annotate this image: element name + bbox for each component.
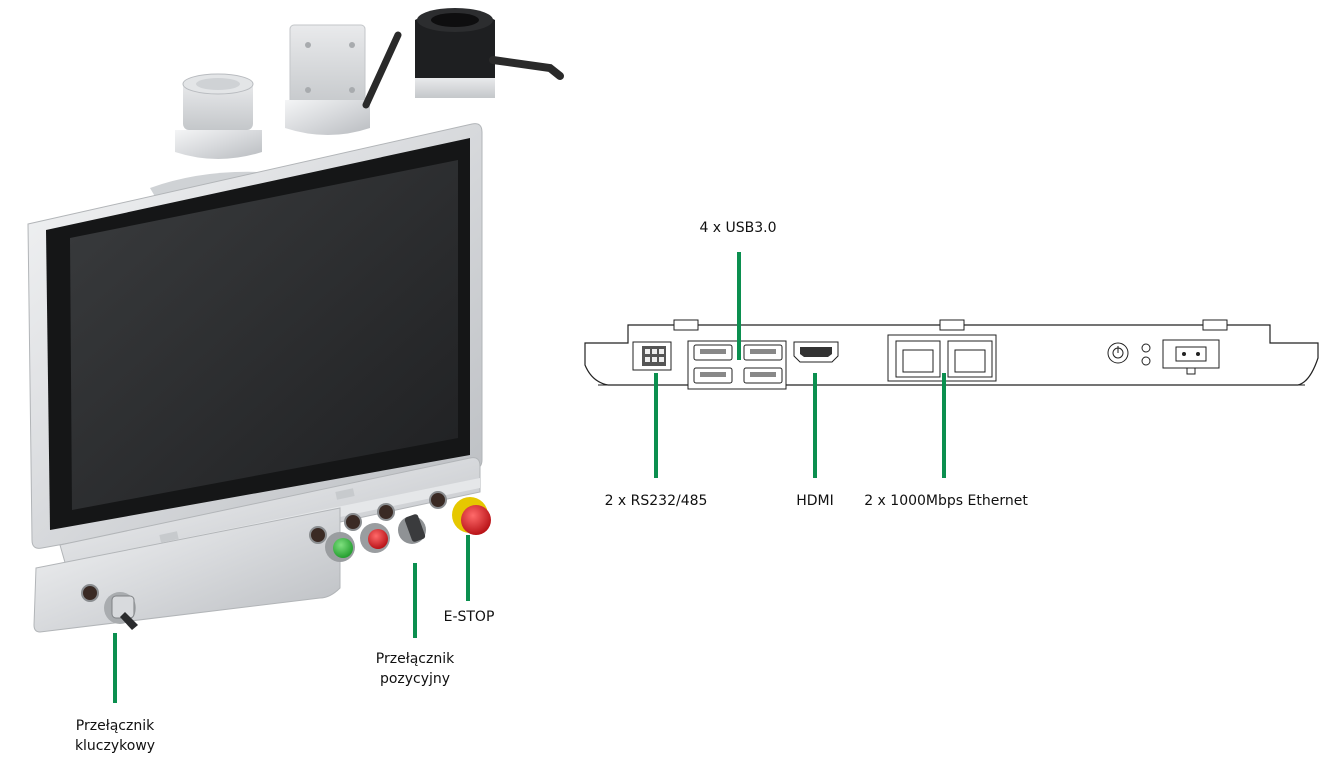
key-switch <box>104 592 138 630</box>
label-hdmi: HDMI <box>796 493 834 509</box>
emergency-stop-button <box>452 497 491 535</box>
stop-button-red <box>360 523 390 553</box>
start-button-green <box>325 532 355 562</box>
callout-line-ethernet <box>942 373 946 478</box>
callout-line-usb <box>737 252 741 360</box>
callout-line-serial <box>654 373 658 478</box>
label-position-switch-line2: pozycyjny <box>379 671 451 687</box>
indicator-leds <box>81 491 447 602</box>
label-key-switch-line2: kluczykowy <box>74 738 156 754</box>
label-usb: 4 x USB3.0 <box>699 220 777 236</box>
mount-adapter-square <box>285 24 402 135</box>
label-position-switch: Przełącznik pozycyjny <box>366 649 464 689</box>
label-ethernet: 2 x 1000Mbps Ethernet <box>864 493 1028 509</box>
status-leds <box>1141 343 1151 366</box>
power-button <box>1107 342 1129 364</box>
panel-monitor <box>27 123 483 549</box>
hdmi-port <box>793 341 839 363</box>
position-selector-switch <box>398 514 426 544</box>
label-estop: E-STOP <box>443 609 495 625</box>
label-key-switch: Przełącznik kluczykowy <box>66 716 164 756</box>
rs232-terminal-connector <box>632 341 672 371</box>
mount-adapter-black <box>415 8 564 98</box>
label-position-switch-line1: Przełącznik <box>375 651 455 667</box>
power-connector <box>1162 339 1220 375</box>
callout-line-key-switch <box>113 633 117 703</box>
label-serial: 2 x RS232/485 <box>604 493 708 509</box>
callout-line-hdmi <box>813 373 817 478</box>
callout-line-estop <box>466 535 470 601</box>
label-key-switch-line1: Przełącznik <box>75 718 155 734</box>
mount-adapter-round <box>175 73 262 159</box>
callout-line-position-switch <box>413 563 417 638</box>
